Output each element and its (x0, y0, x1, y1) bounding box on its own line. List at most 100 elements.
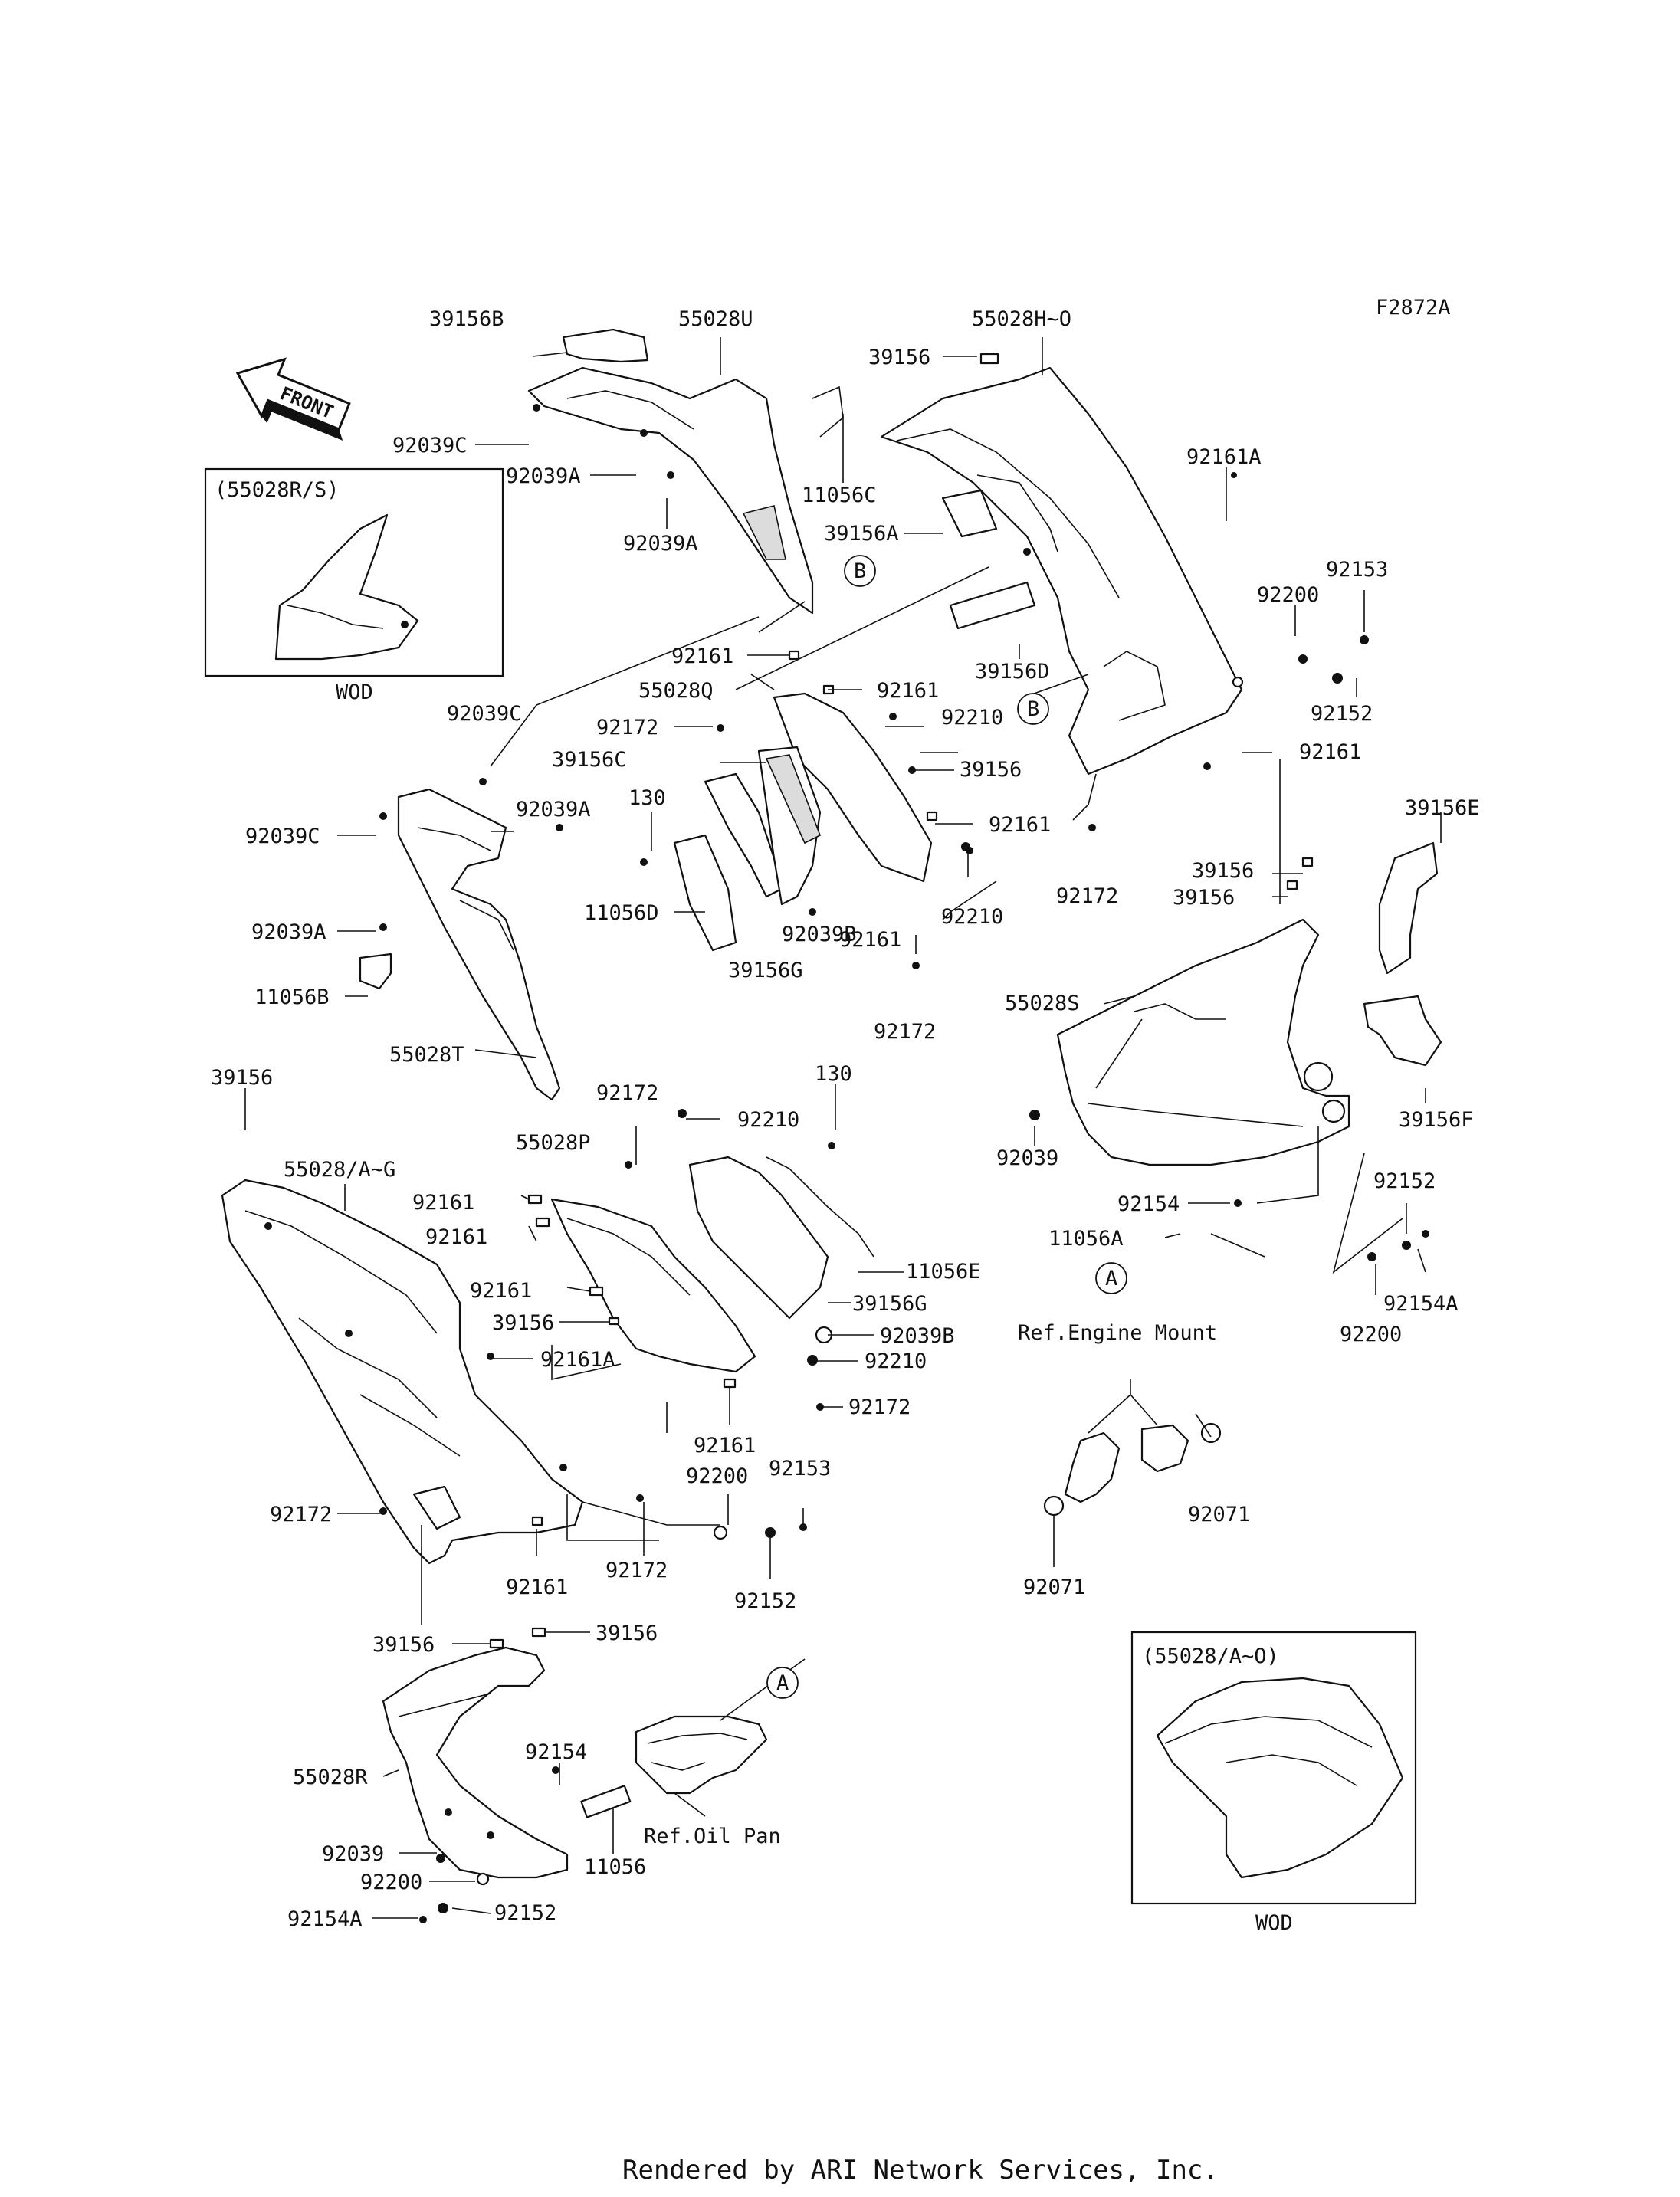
part-label: 92152 (1373, 1169, 1436, 1193)
part-label: 92210 (865, 1349, 927, 1373)
part-label: 92153 (769, 1457, 831, 1481)
part-label: 39156G (728, 959, 803, 982)
part-label: 130 (815, 1062, 852, 1086)
part-label: 92039A (623, 532, 698, 556)
part-label: 92210 (737, 1108, 799, 1132)
part-label: 92200 (1340, 1323, 1402, 1346)
part-label: 55028R (293, 1766, 368, 1789)
engine-mount-ref-label: Ref.Engine Mount (1018, 1321, 1217, 1345)
part-label: 39156 (492, 1311, 554, 1335)
part-label: 92172 (874, 1020, 936, 1044)
inset-title: (55028R/S) (215, 478, 340, 502)
leader-lines (244, 337, 1442, 1919)
part-label: 92172 (596, 1081, 658, 1105)
part-label: 92039C (392, 434, 468, 457)
part-label: 92039A (251, 920, 326, 944)
part-label: 92161 (506, 1576, 568, 1599)
part-label: 92172 (605, 1559, 668, 1582)
part-label: 39156 (372, 1633, 435, 1657)
oil-pan-ref (580, 1715, 768, 1818)
upper-main-cowl (880, 366, 1244, 776)
part-labels: 39156B 55028U 55028H~O 39156 92039C 9203… (211, 307, 1480, 1931)
part-label: 92039A (506, 464, 581, 488)
part-label: 39156A (824, 522, 899, 546)
part-label: 92071 (1188, 1503, 1250, 1526)
circle-marker-a-lower: A (766, 1667, 799, 1699)
circle-marker-b-lower: B (1017, 693, 1049, 725)
part-label: 11056D (584, 901, 659, 925)
part-label: 92154 (1117, 1192, 1180, 1216)
part-label: 92161 (1299, 740, 1361, 764)
part-label: 92161 (877, 679, 939, 703)
part-label: 92152 (494, 1901, 556, 1925)
part-label: 92210 (941, 905, 1003, 929)
inset-caption: WOD (1255, 1911, 1293, 1935)
part-label: 92161 (470, 1279, 532, 1303)
part-label: 92039B (880, 1324, 955, 1348)
part-label: 92200 (360, 1871, 422, 1894)
part-label: 11056 (584, 1855, 646, 1879)
part-label: 92161 (989, 813, 1051, 837)
upper-inner-cowl (527, 328, 844, 615)
part-label: 55028Q (638, 679, 714, 703)
part-label: 92161 (671, 644, 733, 668)
part-label: 92039A (516, 798, 591, 821)
part-label: 11056C (802, 484, 877, 507)
lower-piece-55028r (382, 1646, 569, 1879)
part-label: 39156C (552, 748, 627, 772)
part-label: 39156D (975, 660, 1050, 684)
marker-label: A (1105, 1267, 1117, 1290)
inset-55028ao: (55028/A~O) WOD (1130, 1631, 1417, 1935)
part-label: 92039B (782, 923, 857, 946)
pads-39156e-f (1363, 841, 1442, 1067)
part-label: 92161 (412, 1191, 474, 1215)
part-label: 92039 (996, 1146, 1058, 1170)
engine-mount-ref (1043, 1422, 1222, 1517)
part-label: 11056E (906, 1260, 981, 1284)
part-label: 55028T (389, 1043, 464, 1067)
part-label: 55028/A~G (284, 1158, 395, 1182)
part-label: 39156 (596, 1622, 658, 1645)
part-label: 39156 (1173, 886, 1235, 910)
part-label: 55028H~O (972, 307, 1071, 331)
part-label: 39156 (211, 1066, 273, 1090)
lower-cowl-55028a-g (221, 1179, 584, 1565)
marker-label: A (776, 1671, 789, 1695)
part-label: 55028P (516, 1131, 591, 1155)
inset-title: (55028/A~O) (1142, 1644, 1279, 1668)
part-label: 92172 (1056, 884, 1118, 908)
part-label: 55028U (678, 307, 753, 331)
part-label: 92039C (245, 825, 320, 848)
part-label: 92153 (1326, 558, 1388, 582)
part-label: 92200 (686, 1464, 748, 1488)
part-label: 92152 (1311, 702, 1373, 726)
part-label: 130 (628, 786, 666, 810)
part-label: 92161A (540, 1348, 615, 1372)
part-label: 92039C (447, 702, 522, 726)
part-label: 92161 (425, 1225, 487, 1249)
middle-inner-panels (673, 692, 933, 952)
part-label: 92154A (1383, 1292, 1459, 1316)
part-label: 92200 (1257, 583, 1319, 607)
oil-pan-ref-label: Ref.Oil Pan (644, 1825, 781, 1848)
part-label: 11056A (1048, 1227, 1124, 1251)
part-label: 92161 (839, 928, 901, 952)
inset-caption: WOD (336, 680, 373, 704)
part-label: 92154A (287, 1907, 363, 1931)
part-label: 39156B (429, 307, 504, 331)
side-panel-55028t (359, 788, 561, 1101)
figure-code: F2872A (1376, 296, 1451, 320)
footer-credit: Rendered by ARI Network Services, Inc. (622, 2155, 1219, 2186)
part-label: 92161A (1186, 445, 1262, 469)
part-label: 92210 (941, 706, 1003, 730)
marker-label: B (854, 559, 866, 583)
part-label: 39156 (868, 346, 930, 369)
side-panel-55028s (1056, 918, 1350, 1166)
part-label: 39156 (1192, 859, 1254, 883)
part-label: 92172 (270, 1503, 332, 1526)
inset-55028rs: (55028R/S) WOD (204, 467, 504, 704)
part-label: 39156 (960, 758, 1022, 782)
marker-label: B (1027, 697, 1039, 721)
part-label: 92071 (1023, 1576, 1085, 1599)
